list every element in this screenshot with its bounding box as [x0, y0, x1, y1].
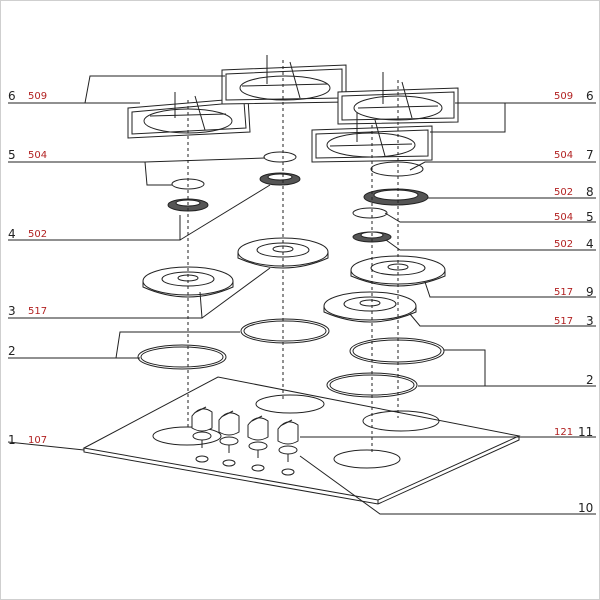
part-code: 504	[28, 150, 48, 161]
callout-number: 7	[586, 148, 594, 162]
burner-crown	[352, 231, 392, 243]
knob	[247, 415, 269, 458]
part-code: 517	[28, 306, 48, 317]
part-code: 502	[28, 229, 48, 240]
callout-number: 11	[578, 425, 594, 439]
part-code: 107	[28, 435, 48, 446]
pan-support	[127, 92, 251, 139]
pan-supports	[127, 55, 459, 163]
callout-number: 4	[586, 237, 594, 251]
callout-number: 3	[586, 314, 594, 328]
callout-number: 9	[586, 285, 594, 299]
callout-number: 4	[8, 227, 16, 241]
burner-crowns	[167, 172, 429, 243]
callout-number: 6	[8, 89, 16, 103]
burner-hole	[255, 394, 325, 414]
callout-number: 6	[586, 89, 594, 103]
callout-number: 2	[8, 344, 16, 358]
burner-crown	[259, 172, 301, 186]
cooktop-plate	[82, 376, 521, 505]
burner-base	[323, 291, 417, 323]
callout-number: 5	[586, 210, 594, 224]
callout-number: 2	[586, 373, 594, 387]
part-code: 502	[554, 239, 574, 250]
leader-lines-right	[299, 102, 596, 515]
part-code: 504	[554, 212, 574, 223]
callout-number: 3	[8, 304, 16, 318]
part-code: 509	[28, 91, 48, 102]
knob	[218, 410, 240, 453]
pan-support	[221, 55, 347, 105]
burner-hole	[333, 449, 401, 469]
burner-hole	[362, 410, 440, 432]
burner-crown	[363, 188, 429, 206]
burner-bases	[142, 237, 446, 323]
callout-number: 8	[586, 185, 594, 199]
burner-caps	[171, 151, 424, 219]
part-code: 517	[554, 287, 574, 298]
part-code: 517	[554, 316, 574, 327]
callout-number: 5	[8, 148, 16, 162]
part-code: 502	[554, 187, 574, 198]
burner-hole	[152, 426, 222, 446]
callout-number: 10	[578, 501, 594, 515]
part-code: 504	[554, 150, 574, 161]
knob	[277, 419, 299, 462]
part-code: 121	[554, 427, 574, 438]
knob	[191, 406, 213, 448]
leader-lines-left	[7, 75, 271, 451]
callout-number: 1	[8, 433, 16, 447]
part-code: 509	[554, 91, 574, 102]
control-knobs	[191, 406, 299, 462]
